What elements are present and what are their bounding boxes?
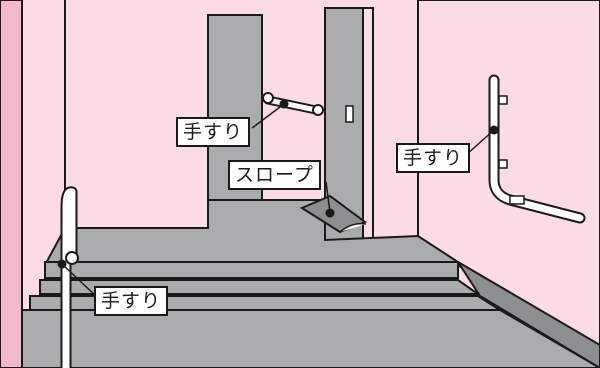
leader-slope	[325, 181, 331, 213]
dot-wall	[489, 125, 499, 135]
dot-slope	[325, 208, 335, 218]
handrail-step-graphic	[60, 186, 79, 368]
floor-edge-strip	[457, 261, 600, 368]
leader-step	[61, 263, 99, 299]
ground-floor	[21, 309, 600, 368]
leader-door	[251, 103, 285, 129]
label-handrail-step: 手すり	[94, 286, 169, 316]
left-wall	[0, 0, 23, 368]
label-handrail-wall: 手すり	[396, 143, 471, 173]
dot-step	[57, 259, 67, 269]
switch-icon	[345, 105, 354, 123]
dot-door	[279, 99, 289, 109]
label-slope: スロープ	[228, 160, 321, 190]
label-handrail-door: 手すり	[176, 117, 251, 147]
handrail-wall-graphic	[488, 74, 586, 224]
ramp-curve	[339, 222, 367, 233]
step-upper	[44, 261, 459, 279]
leader-wall	[465, 129, 495, 156]
door-frame	[362, 7, 374, 241]
handrail-door-graphic	[262, 92, 324, 116]
